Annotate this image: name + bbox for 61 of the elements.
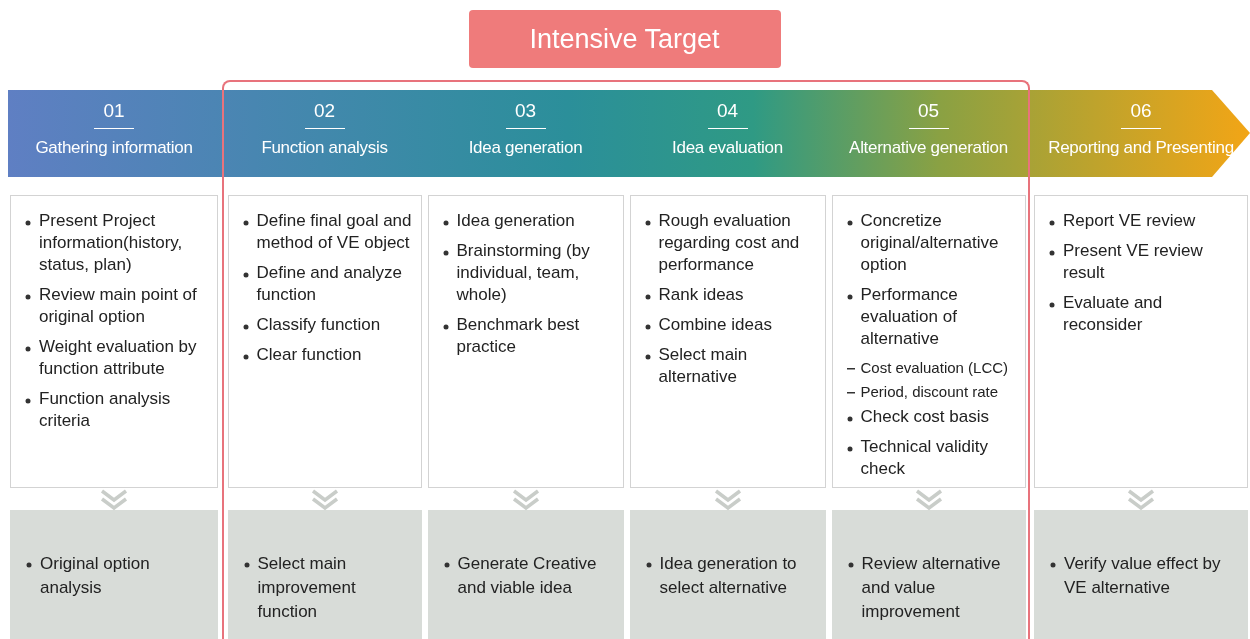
bullet-text: Rough evaluation regarding cost and performance	[658, 210, 800, 274]
bullet-text: Idea generation	[456, 210, 575, 230]
step-title: Alternative generation	[848, 137, 1009, 158]
step-number: 05	[916, 99, 941, 122]
step-number: 03	[513, 99, 538, 122]
bullet-text: Present Project information(history, status, plan)	[39, 211, 183, 274]
bullet-text: Review main point of original option	[39, 285, 197, 326]
task-card	[831, 194, 1026, 488]
bullet-text: Check cost basis	[860, 406, 989, 426]
result-panel	[1034, 510, 1248, 639]
tab-label: Intensive Target	[468, 9, 781, 68]
bullet-text: Function analysis criteria	[39, 389, 171, 430]
result-text: Original option analysis	[40, 554, 150, 597]
bullet-text: Clear function	[256, 344, 362, 364]
task-card	[629, 194, 826, 488]
chevron-arrow	[311, 489, 339, 511]
bullet-text: Weight evaluation by function attribute	[39, 337, 197, 378]
result-panel	[831, 509, 1026, 639]
bullet-text: Present VE review result	[1063, 241, 1203, 282]
chevron-arrow	[915, 489, 943, 511]
result-panel	[227, 509, 422, 639]
result-text: Idea generation to select alternative	[659, 553, 797, 597]
step-number: 02	[312, 99, 337, 122]
bullet-text: Define final goal and method of VE object	[256, 210, 412, 252]
result-panel	[629, 509, 826, 639]
step-title: Gathering information	[34, 138, 194, 158]
step-title: Idea generation	[467, 137, 584, 158]
bullet-text: Select main alternative	[658, 344, 748, 386]
bullet-text: Define and analyze function	[256, 262, 403, 304]
chevron-arrow	[714, 489, 742, 511]
result-text: Verify value effect by VE alternative	[1064, 554, 1221, 597]
bullet-text: Classify function	[256, 314, 381, 334]
bullet-text: Technical validity check	[860, 436, 989, 478]
bullet-text: Performance evaluation of alternative	[860, 284, 958, 348]
step-title: Function analysis	[260, 137, 389, 158]
step-title: Idea evaluation	[671, 137, 784, 158]
result-panel	[10, 510, 218, 639]
sub-item-text: Cost evaluation (LCC)	[860, 358, 1009, 376]
sub-item-text: Period, discount rate	[860, 382, 999, 400]
bullet-text: Concretize original/alternative option	[860, 210, 999, 274]
step-title: Reporting and Presenting	[1047, 138, 1235, 158]
step-number: 01	[102, 100, 126, 122]
bullet-text: Report VE review	[1063, 211, 1196, 230]
step-number: 06	[1129, 100, 1153, 122]
bullet-text: Brainstorming (by individual, team, whole)	[456, 240, 590, 304]
result-text: Review alternative and value improvement	[861, 553, 1001, 621]
chevron-arrow	[1127, 489, 1155, 511]
result-text: Select main improvement function	[257, 553, 356, 621]
bullet-text: Evaluate and reconsider	[1063, 293, 1163, 334]
step-number: 04	[715, 99, 740, 122]
task-card	[10, 195, 218, 488]
task-card	[427, 194, 624, 488]
chevron-arrow	[512, 489, 540, 511]
chevron-arrow	[100, 489, 128, 511]
bullet-text: Combine ideas	[658, 314, 772, 334]
bullet-text: Rank ideas	[658, 284, 744, 304]
bullet-text: Benchmark best practice	[456, 314, 580, 356]
task-card	[1034, 195, 1248, 488]
task-card	[227, 194, 422, 488]
result-panel	[427, 509, 624, 639]
result-text: Generate Creative and viable idea	[457, 553, 597, 597]
